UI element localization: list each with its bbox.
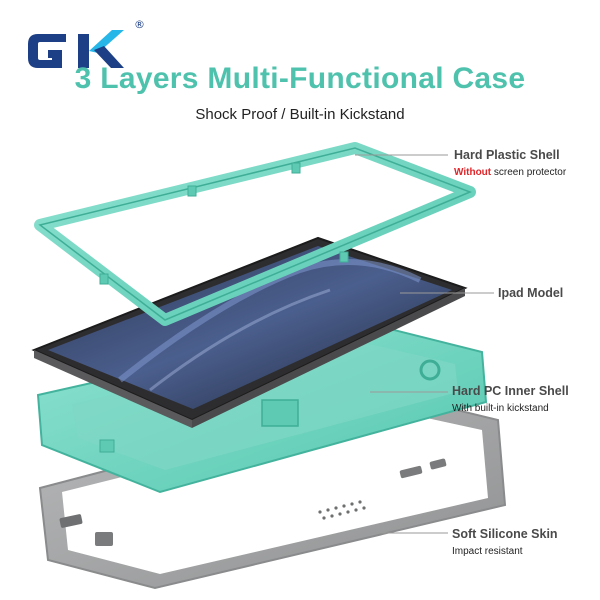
inner-shell-layer [36,320,488,494]
callout-label: Ipad Model [498,286,564,300]
tablet-layer [31,236,468,428]
brand-logo: ® [20,18,145,78]
callout-label: Hard PC Inner Shell [452,384,569,398]
callout-description: Impact resistant [452,546,523,557]
callout-description: Without screen protector [454,167,566,178]
silicone-skin-layer [38,393,507,590]
callout-label: Soft Silicone Skin [452,527,558,541]
callout-label: Hard Plastic Shell [454,148,560,162]
registered-mark: ® [134,18,145,31]
leader-lines [355,154,494,534]
callout-hard-pc-inner-shell: Hard PC Inner Shell With built-in kickst… [452,384,569,414]
description-rest: screen protector [491,167,567,178]
gk-logo-icon [28,30,124,68]
callout-soft-silicone-skin: Soft Silicone Skin Impact resistant [452,527,558,557]
callout-ipad-model: Ipad Model [498,286,563,300]
callout-description: With built-in kickstand [452,403,549,414]
callout-hard-plastic-shell: Hard Plastic Shell Without screen protec… [454,148,566,178]
page-title: 3 Layers Multi-Functional Case [74,62,526,95]
warning-text: Without [454,167,492,178]
page-subtitle: Shock Proof / Built-in Kickstand [195,106,405,123]
hard-shell-layer [34,142,476,326]
